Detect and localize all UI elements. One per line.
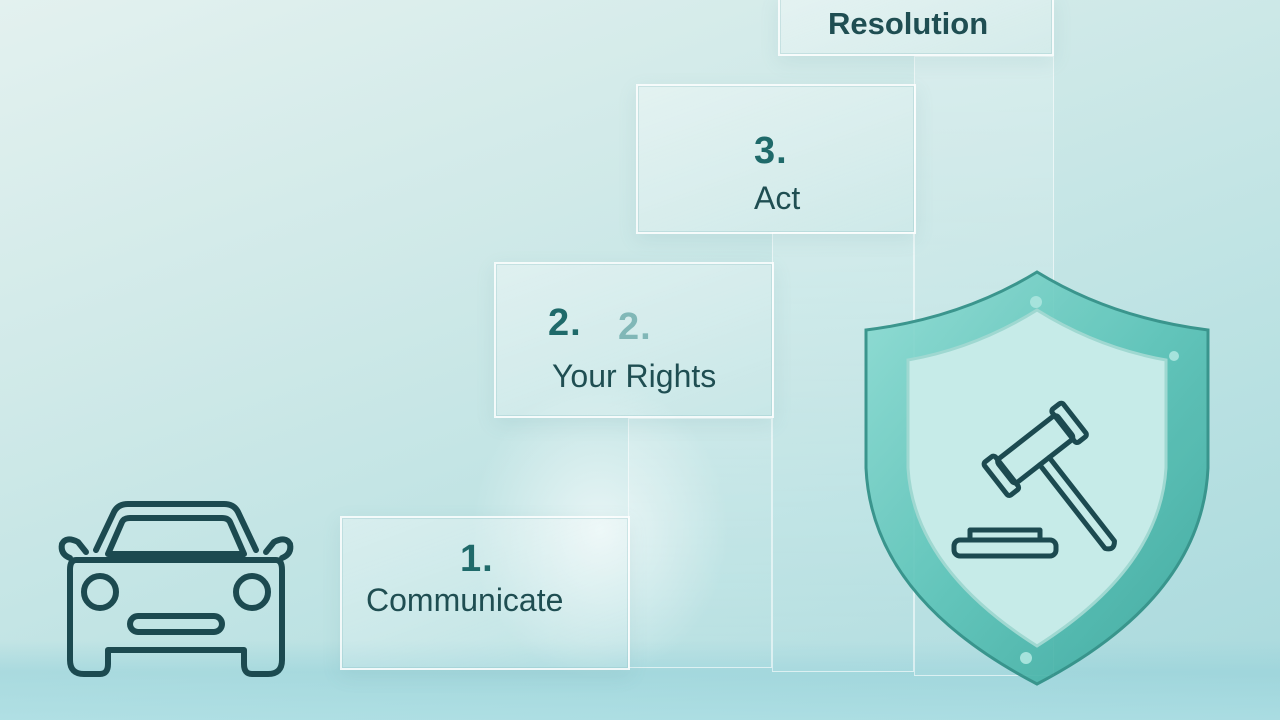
step-act-label: Act [754,180,801,216]
step-rights-number: 2. [548,302,582,344]
step-rights-ghost-number: 2. [618,306,652,348]
glass-pillar-front [628,418,772,668]
car-icon [58,501,294,677]
step-communicate: 1. Communicate [340,516,630,670]
step-your-rights: 2. 2. Your Rights [494,262,774,418]
step-communicate-label: Communicate [366,582,564,618]
step-communicate-number: 1. [460,538,494,580]
step-resolution: Resolution [778,0,1054,56]
step-act: 3. Act [636,84,916,234]
step-act-number: 3. [754,130,788,172]
step-resolution-label: Resolution [828,6,989,41]
step-rights-label: Your Rights [552,358,717,394]
shield-gavel-icon [864,270,1210,686]
light-glow [470,380,730,680]
